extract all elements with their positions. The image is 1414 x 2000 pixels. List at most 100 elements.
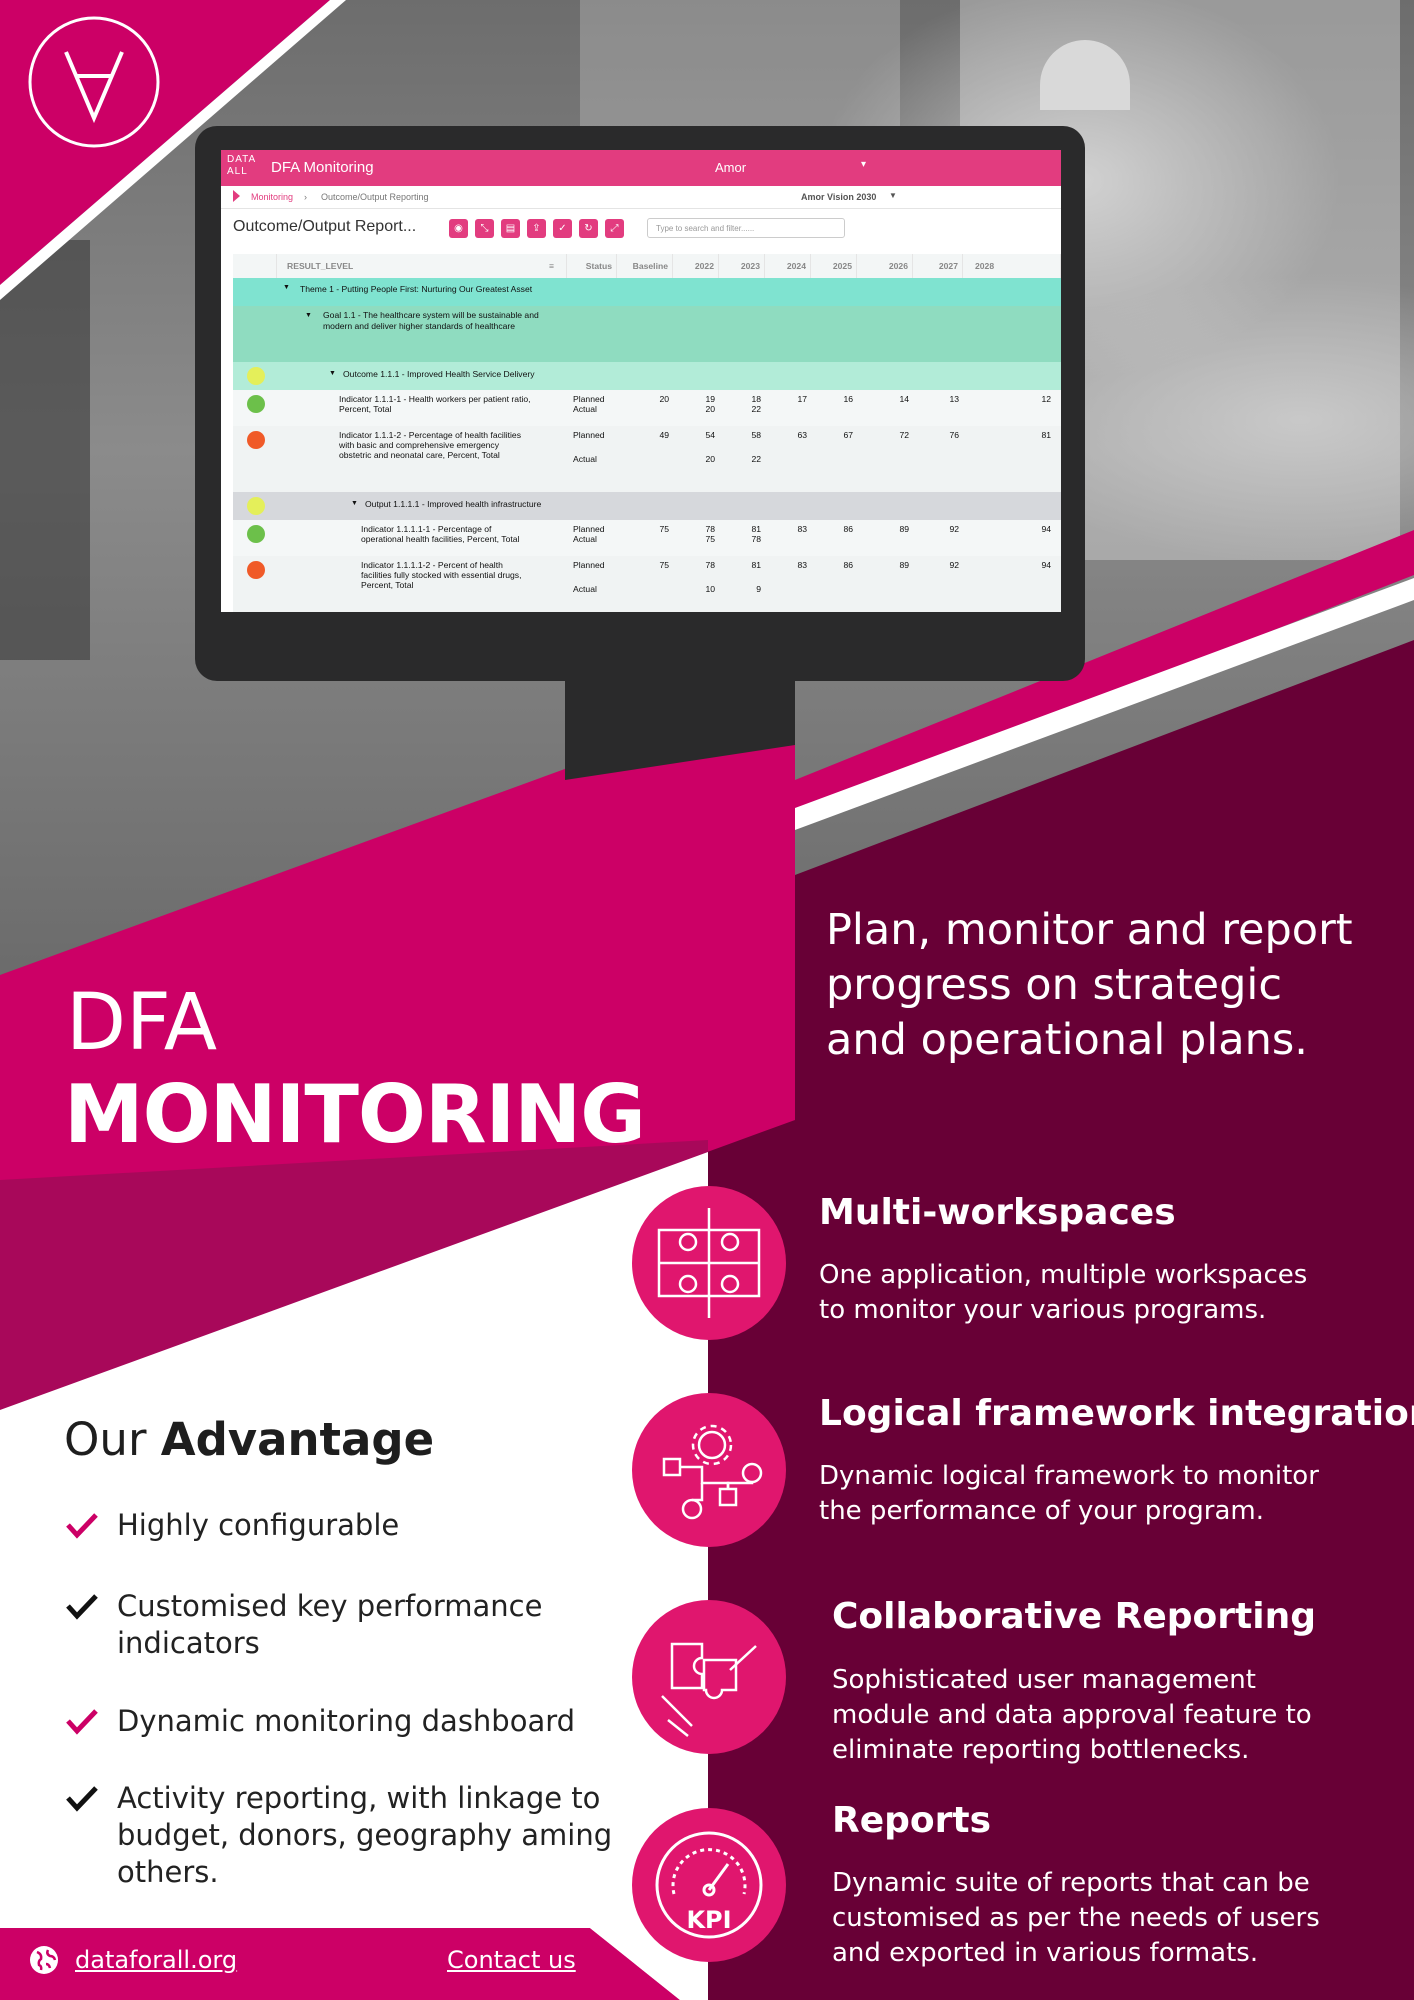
collapse-icon[interactable]: ▼ [305, 312, 312, 319]
planned-value[interactable]: 86 [843, 560, 853, 570]
actual-value[interactable]: 22 [751, 454, 761, 464]
planned-value[interactable]: 81 [1041, 430, 1051, 440]
workspace-selector[interactable]: Amor [715, 160, 747, 175]
planned-value[interactable]: 92 [949, 560, 959, 570]
status-label: Actual [573, 534, 597, 544]
planned-value[interactable]: 76 [949, 430, 959, 440]
status-red-icon [247, 431, 265, 449]
outcome-row[interactable]: ▼ Outcome 1.1.1 - Improved Health Servic… [233, 362, 1061, 390]
planned-value[interactable]: 83 [797, 524, 807, 534]
planned-value[interactable]: 81 [751, 560, 761, 570]
plum-panel [708, 640, 1414, 2000]
planned-value[interactable]: 14 [899, 394, 909, 404]
planned-value[interactable]: 75 [659, 524, 669, 534]
planned-value[interactable]: 63 [797, 430, 807, 440]
planned-value[interactable]: 54 [705, 430, 715, 440]
planned-value[interactable]: 92 [949, 524, 959, 534]
actual-value[interactable]: 78 [751, 534, 761, 544]
refresh-icon[interactable]: ↻ [579, 219, 598, 238]
planned-value[interactable]: 86 [843, 524, 853, 534]
output-row[interactable]: ▼ Output 1.1.1.1 - Improved health infra… [233, 492, 1061, 520]
kpi-label: KPI [686, 1906, 731, 1934]
chevron-down-icon[interactable]: ▼ [889, 191, 897, 200]
grid-header-2027[interactable]: 2027 [913, 254, 963, 278]
check-icon[interactable]: ✓ [553, 219, 572, 238]
planned-value[interactable]: 81 [751, 524, 761, 534]
footer-band [0, 1928, 680, 2000]
planned-value[interactable]: 49 [659, 430, 669, 440]
app-logo-icon[interactable]: DATA ALL [227, 154, 259, 182]
goal-label-line-1: Goal 1.1 - The healthcare system will be… [323, 310, 539, 320]
planned-value[interactable]: 94 [1041, 524, 1051, 534]
planned-value[interactable]: 89 [899, 560, 909, 570]
search-input[interactable]: Type to search and filter...... [647, 218, 845, 238]
grid-header-2028[interactable]: 2028 [963, 254, 1061, 278]
planned-value[interactable]: 58 [751, 430, 761, 440]
check-icon [66, 1594, 98, 1620]
planned-value[interactable]: 78 [705, 524, 715, 534]
actual-value[interactable]: 20 [705, 454, 715, 464]
planned-value[interactable]: 78 [705, 560, 715, 570]
planned-value[interactable]: 12 [1041, 394, 1051, 404]
actual-value[interactable]: 10 [705, 584, 715, 594]
status-yellow-icon [247, 367, 265, 385]
right-band [795, 530, 1414, 818]
goal-row[interactable]: ▼ Goal 1.1 - The healthcare system will … [233, 306, 1061, 362]
grid-header-baseline[interactable]: Baseline [617, 254, 673, 278]
actual-value[interactable]: 22 [751, 404, 761, 414]
planned-value[interactable]: 20 [659, 394, 669, 404]
grid-header-result-level[interactable]: RESULT_LEVEL≡ [277, 254, 567, 278]
indicator-label: Percent, Total [339, 404, 392, 414]
planned-value[interactable]: 94 [1041, 560, 1051, 570]
expand-icon[interactable]: ⤢ [605, 219, 624, 238]
indicator-label: with basic and comprehensive emergency [339, 440, 500, 450]
planned-value[interactable]: 16 [843, 394, 853, 404]
upload-icon[interactable]: ⇪ [527, 219, 546, 238]
breadcrumb-monitoring[interactable]: Monitoring [251, 192, 294, 202]
indicator-label: facilities fully stocked with essential … [361, 570, 522, 580]
grid-header-2026[interactable]: 2026 [857, 254, 913, 278]
planned-value[interactable]: 17 [797, 394, 807, 404]
chevron-down-icon[interactable]: ▾ [861, 159, 867, 170]
menu-icon[interactable]: ≡ [548, 261, 554, 271]
actual-value[interactable]: 9 [756, 584, 761, 594]
planned-value[interactable]: 13 [949, 394, 959, 404]
planned-value[interactable]: 19 [705, 394, 715, 404]
planned-value[interactable]: 89 [899, 524, 909, 534]
actual-value[interactable]: 75 [705, 534, 715, 544]
theme-row[interactable]: ▼ Theme 1 - Putting People First: Nurtur… [233, 278, 1061, 306]
collapse-icon[interactable]: ▼ [351, 500, 358, 507]
planned-value[interactable]: 18 [751, 394, 761, 404]
pdf-icon[interactable]: ▤ [501, 219, 520, 238]
planned-value[interactable]: 75 [659, 560, 669, 570]
status-label: Planned [573, 524, 605, 534]
report-grid: RESULT_LEVEL≡ Status Baseline 2022 2023 … [233, 254, 1061, 612]
grid-header-2025[interactable]: 2025 [811, 254, 857, 278]
indicator-row[interactable]: Indicator 1.1.1-2 - Percentage of health… [233, 426, 1061, 493]
website-link[interactable]: dataforall.org [75, 1946, 238, 1974]
compress-icon[interactable]: ⤡ [475, 219, 494, 238]
report-toolbar: Outcome/Output Report... ◉ ⤡ ▤ ⇪ ✓ ↻ ⤢ T… [221, 208, 1061, 244]
indicator-label: Indicator 1.1.1.1-2 - Percent of health [361, 560, 503, 570]
actual-value[interactable]: 20 [705, 404, 715, 414]
grid-header-2023[interactable]: 2023 [719, 254, 765, 278]
planned-value[interactable]: 83 [797, 560, 807, 570]
contact-link[interactable]: Contact us [447, 1946, 576, 1974]
grid-header-status[interactable]: Status [567, 254, 617, 278]
collapse-icon[interactable]: ▼ [283, 284, 290, 291]
eye-icon[interactable]: ◉ [449, 219, 468, 238]
breadcrumb-separator-icon: › [304, 192, 307, 202]
grid-header-status-icon [233, 254, 277, 278]
brand-logo-icon [28, 16, 160, 148]
indicator-row[interactable]: Indicator 1.1.1-1 - Health workers per p… [233, 390, 1061, 427]
grid-header-2024[interactable]: 2024 [765, 254, 811, 278]
planned-value[interactable]: 72 [899, 430, 909, 440]
grid-header-2022[interactable]: 2022 [673, 254, 719, 278]
collapse-icon[interactable]: ▼ [329, 370, 336, 377]
vision-selector[interactable]: Amor Vision 2030 [801, 192, 877, 202]
check-icon [66, 1786, 98, 1812]
planned-value[interactable]: 67 [843, 430, 853, 440]
